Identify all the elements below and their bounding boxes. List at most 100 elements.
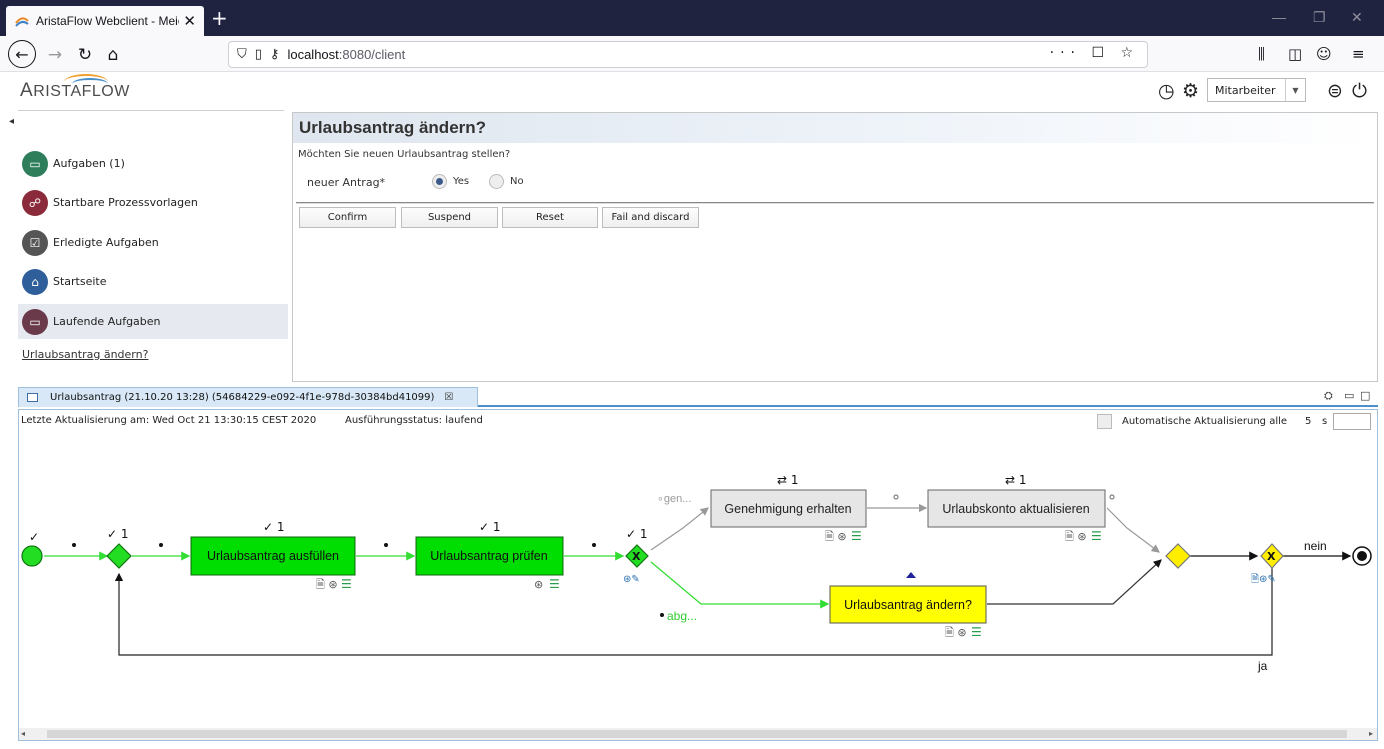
sidebar-item-startseite[interactable]: ⌂ Startseite (18, 264, 288, 299)
horizontal-scrollbar[interactable]: ◂ ▸ (19, 728, 1377, 740)
xor-loop-x-icon: X (1267, 550, 1276, 563)
radio-no-dot[interactable] (489, 174, 504, 189)
xor-split-gateway[interactable] (625, 544, 649, 568)
menu-icon[interactable]: ≡ (1352, 45, 1365, 63)
logo-arc-blue (72, 78, 108, 90)
radio-yes-label: Yes (453, 176, 470, 187)
view-settings-icon[interactable]: ⛭ (1324, 389, 1333, 402)
tab-title: AristaFlow Webclient - Meier ( (36, 14, 179, 28)
list-menu-icon[interactable]: ⊜ (1327, 80, 1343, 102)
form-title: Urlaubsantrag ändern? (293, 113, 1377, 143)
fail-and-discard-button[interactable]: Fail and discard (602, 207, 699, 228)
role-select[interactable]: Mitarbeiter ▼ (1207, 78, 1306, 102)
scrollbar-thumb[interactable] (47, 730, 1347, 738)
library-icon[interactable]: ⫼ (1258, 45, 1265, 63)
power-logout-icon[interactable]: ⏻ (1352, 80, 1368, 102)
window-minimize-button[interactable]: — (1272, 9, 1286, 25)
collapse-sidebar-icon[interactable]: ◂ (9, 116, 15, 127)
reset-button[interactable]: Reset (502, 207, 598, 228)
sidebar-item-erledigte-aufgaben[interactable]: ☑ Erledigte Aufgaben (18, 225, 288, 260)
process-view-tabbar: Urlaubsantrag (21.10.20 13:28) (54684229… (18, 387, 1378, 407)
window-restore-button[interactable]: ❐ (1313, 9, 1326, 25)
scroll-right-icon[interactable]: ▸ (1369, 729, 1374, 738)
auto-refresh-unit: s (1322, 416, 1328, 427)
auto-refresh-checkbox[interactable] (1097, 414, 1112, 429)
minimize-view-icon[interactable]: ▭ (1344, 389, 1355, 402)
process-edges (44, 503, 1352, 656)
radio-yes-dot[interactable] (432, 174, 447, 189)
update-loop-label: ⇄ 1 (1005, 473, 1027, 487)
activity-check-node[interactable] (415, 536, 564, 576)
key-icon[interactable]: ⚷ (269, 47, 280, 62)
auto-refresh-label: Automatische Aktualisierung alle (1122, 416, 1288, 427)
branch-label-ja: ja (1257, 659, 1268, 673)
url-host: localhost (287, 47, 339, 62)
browser-navbar: ← → ↻ ⌂ ⛉ ▯ ⚷ localhost :8080/client ···… (0, 36, 1384, 72)
and-split-gateway[interactable] (106, 543, 132, 569)
xor-split-check-label: ✓ 1 (626, 527, 648, 541)
sidebar-item-label: Aufgaben (1) (53, 157, 125, 170)
sidebar-item-startbare-prozessvorlagen[interactable]: ☍ Startbare Prozessvorlagen (18, 185, 288, 220)
xor-split-icons: ⊛✎ (623, 574, 640, 585)
activity-approve-label: Genehmigung erhalten (724, 502, 851, 516)
branch-label-nein: nein (1304, 539, 1327, 553)
maximize-view-icon[interactable]: □ (1360, 389, 1371, 402)
check-check-label: ✓ 1 (479, 520, 501, 534)
aristaflow-favicon-icon (15, 17, 29, 27)
xor-loop-gateway[interactable] (1260, 543, 1284, 569)
forward-arrow-icon[interactable]: → (47, 45, 63, 65)
sidebar-link-urlaubsantrag[interactable]: Urlaubsantrag ändern? (22, 348, 149, 361)
process-instance-tab[interactable]: Urlaubsantrag (21.10.20 13:28) (54684229… (18, 387, 478, 407)
process-view-body: Letzte Aktualisierung am: Wed Oct 21 13:… (18, 409, 1378, 741)
end-event-core (1357, 551, 1367, 561)
app-header: ARISTAFLOW ◷ ⚙ Mitarbeiter ▼ ⊜ ⏻ (0, 72, 1384, 110)
url-actions-icon[interactable]: ··· ☐ ☆ (1049, 45, 1139, 61)
settings-gear-icon[interactable]: ⚙ (1182, 80, 1200, 102)
start-event-node[interactable] (21, 545, 43, 567)
activity-fill-node[interactable] (190, 536, 356, 576)
start-check-label: ✓ (29, 530, 39, 544)
sidebar-item-label: Startbare Prozessvorlagen (53, 196, 198, 209)
branch-label-gen: ∘gen... (657, 493, 691, 505)
form-divider (296, 202, 1374, 204)
checkbox-icon: ☑ (22, 229, 48, 256)
window-close-button[interactable]: ✕ (1351, 9, 1363, 25)
activity-approve-node[interactable] (710, 489, 867, 528)
radio-yes[interactable]: Yes (432, 174, 469, 189)
aristaflow-logo: ARISTAFLOW (20, 80, 130, 101)
sidebar-item-aufgaben[interactable]: ▭ Aufgaben (1) (18, 146, 288, 181)
sidebar-toggle-icon[interactable]: ◫ (1288, 45, 1303, 63)
back-arrow-icon[interactable]: ← (8, 40, 36, 68)
header-separator (18, 110, 284, 111)
radio-no[interactable]: No (489, 174, 524, 189)
browser-tab[interactable]: AristaFlow Webclient - Meier ( ✕ (6, 6, 204, 36)
new-tab-button[interactable]: + (211, 6, 228, 30)
url-path: :8080/client (338, 47, 406, 62)
auto-refresh-input[interactable] (1333, 413, 1371, 430)
activity-change-node[interactable] (829, 585, 987, 624)
reload-icon[interactable]: ↻ (77, 45, 93, 65)
confirm-button[interactable]: Confirm (299, 207, 396, 228)
home-icon[interactable]: ⌂ (107, 45, 119, 65)
approve-node-icons: 🗎 ⊛ (825, 530, 847, 543)
url-bar[interactable]: ⛉ ▯ ⚷ localhost :8080/client ··· ☐ ☆ (228, 41, 1148, 68)
history-clock-icon[interactable]: ◷ (1158, 80, 1175, 102)
edge-loop-back (114, 568, 1273, 656)
radio-no-label: No (510, 176, 524, 187)
inbox-icon: ▭ (22, 150, 48, 177)
join-gateway[interactable] (1165, 543, 1191, 569)
scroll-left-icon[interactable]: ◂ (21, 729, 26, 738)
tab-close-icon[interactable]: ☒ (444, 392, 454, 403)
shield-icon[interactable]: ⛉ (237, 47, 247, 62)
account-icon[interactable]: ☺ (1316, 45, 1332, 63)
sidebar-item-laufende-aufgaben[interactable]: ▭ Laufende Aufgaben (18, 304, 288, 339)
activity-update-node[interactable] (927, 489, 1106, 528)
role-select-value: Mitarbeiter (1215, 83, 1276, 97)
split-check-label: ✓ 1 (107, 527, 129, 541)
process-tab-title: Urlaubsantrag (21.10.20 13:28) (54684229… (50, 392, 435, 403)
check-node-icons: ⊛ (534, 578, 543, 591)
tab-close-icon[interactable]: ✕ (183, 12, 196, 30)
change-node-icons: 🗎 ⊛ (945, 626, 967, 639)
suspend-button[interactable]: Suspend (401, 207, 498, 228)
update-data-list-icon: ☰ (1091, 529, 1102, 543)
